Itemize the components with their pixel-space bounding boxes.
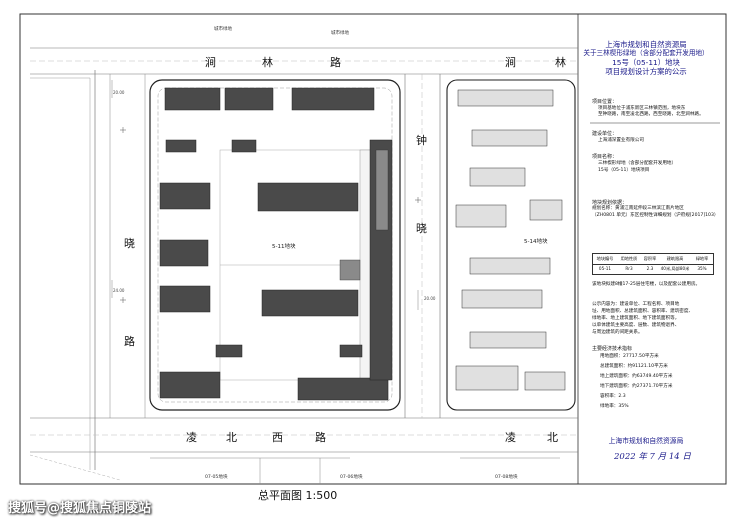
table-cell: 2.3: [646, 266, 654, 271]
project-line: 15号（05-11）地块项目: [598, 168, 650, 173]
drawing-title: 总平面图 1:500: [258, 489, 338, 502]
table-cell: 35%: [697, 266, 707, 271]
publicity-line: 址、用地面积、总建筑面积、容积率、建筑密度、: [592, 309, 694, 314]
table-header-cell: 容积率: [643, 256, 657, 261]
table-header-cell: 绿地率: [695, 256, 709, 261]
road-north-right-char: 林: [555, 55, 566, 69]
table-header-cell: 地块编号: [596, 256, 614, 261]
block-east-label: 5-14地块: [524, 237, 548, 245]
dimension-label: 20.00: [113, 90, 125, 95]
road-south-char: 路: [315, 431, 326, 444]
section-head-developer: 建设单位：: [592, 131, 618, 137]
table-header-cell: 用地性质: [620, 256, 638, 261]
road-middle-char: 钟: [416, 133, 427, 147]
zoning-table: 地块编号 用地性质 容积率 建筑限高 绿地率 05-11 Rr3 2.3 40米…: [592, 253, 714, 275]
indicator-line: 用地面积：27717.50平方米: [600, 354, 659, 359]
notice-panel: 上海市规划和自然资源局 关于三林楔形绿地（含部分配套开发用地） 15号（05-1…: [578, 40, 718, 470]
road-north-right-char: 涧: [505, 56, 516, 69]
location-line: 至钟晓路，南至凌北西路，西至晓路，北至涧林路。: [598, 112, 704, 117]
top-label: 城市绿地: [214, 25, 232, 32]
road-south-char: 北: [226, 431, 237, 444]
publicity-line: 与周边建筑的间距关系。: [592, 330, 643, 335]
notice-title-line: 关于三林楔形绿地（含部分配套开发用地）: [583, 49, 709, 57]
basis-line: （ZH0801 单元）东区控制性详细规划（沪府规[2017]103）: [592, 213, 719, 218]
notice-title-line: 15号（05-11）地块: [612, 58, 680, 67]
top-label: 城市绿地: [331, 29, 349, 36]
road-south-right-char: 北: [547, 431, 558, 444]
publicity-line: 以单体建筑主要高度、层数、建筑物退界、: [592, 323, 680, 328]
section-head-indicators: 主要经济技术指标: [592, 346, 633, 352]
developer-line: 上海浦深置业有限公司: [598, 138, 644, 143]
road-middle-char: 晓: [416, 222, 427, 235]
project-line: 三林楔形绿地（含部分配套开发用地）: [598, 161, 677, 166]
bottom-plot-label: 07-08地块: [495, 473, 518, 480]
bottom-plot-label: 07-05地块: [205, 473, 228, 480]
road-north-char: 路: [330, 56, 341, 69]
watermark: 搜狐号@搜狐焦点铜陵站: [8, 501, 152, 516]
bottom-plot-label: 07-06地块: [340, 473, 363, 480]
dimension-label: 24.00: [113, 288, 125, 293]
signature-date: 2022 年 7 月 14 日: [614, 452, 691, 462]
table-cell: 05-11: [598, 266, 612, 271]
table-cell: 40米,局部80米: [660, 266, 690, 271]
road-west-char: 晓: [124, 237, 135, 250]
signature: 上海市规划和自然资源局: [608, 437, 684, 445]
road-west-char: 路: [124, 335, 135, 348]
road-north-char: 涧: [205, 56, 216, 69]
indicator-line: 总建筑面积：约91121.10平方米: [600, 364, 668, 369]
dimension-label: 20.00: [424, 296, 436, 301]
scheme-line: 该地块拟建8幢17-25层住宅楼，以及配套公建用房。: [592, 282, 701, 287]
section-head-project: 项目名称：: [592, 154, 618, 160]
indicator-line: 容积率：2.3: [600, 394, 626, 399]
indicator-line: 地上建筑面积：约63749.40平方米: [600, 374, 673, 379]
block-main-label: 5-11地块: [272, 242, 296, 250]
notice-title-line: 上海市规划和自然资源局: [605, 40, 687, 49]
section-head-basis: 地块规划依据：: [592, 200, 628, 206]
publicity-line: 绿地率、地上建筑面积、地下建筑面积等，: [592, 316, 680, 321]
publicity-line: 公示内容为：建设单位、工程名称、项目地: [592, 302, 680, 307]
road-south-char: 凌: [186, 430, 197, 444]
road-south-right-char: 凌: [505, 430, 516, 444]
table-header-cell: 建筑限高: [666, 256, 684, 261]
indicator-line: 地下建筑面积：约27371.70平方米: [600, 384, 673, 389]
location-line: 项目基地位于浦东新区三林镇范围，地块东: [598, 106, 686, 111]
section-head-location: 项目位置：: [592, 99, 618, 105]
road-south-char: 西: [272, 431, 283, 444]
road-north-char: 林: [262, 55, 273, 69]
table-cell: Rr3: [625, 266, 633, 271]
indicator-line: 绿地率：35%: [600, 404, 629, 409]
basis-line: 规划名称：黄浦江南延伸段三林滨江南片地区: [592, 206, 684, 211]
notice-title-line: 项目规划设计方案的公示: [605, 67, 687, 76]
